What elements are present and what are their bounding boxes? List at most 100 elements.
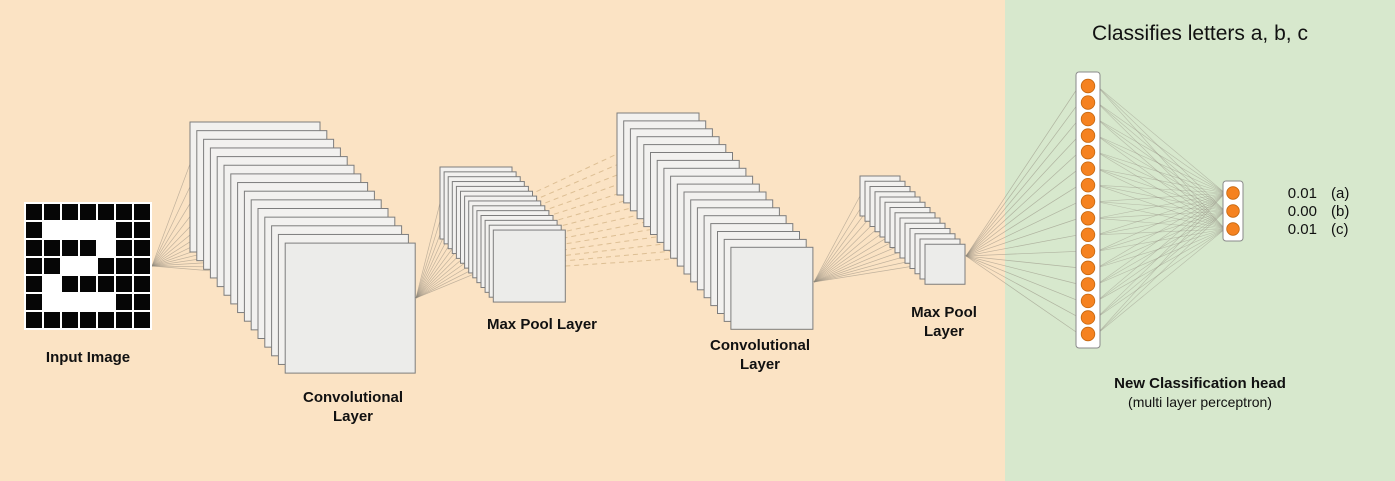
mlp-head — [1075, 71, 1244, 349]
mlp-to-output-line — [1096, 228, 1226, 236]
pixel-black — [44, 312, 60, 328]
pixel-white — [80, 258, 96, 274]
conv2-to-pool2-line — [813, 242, 906, 283]
input-image-grid — [24, 202, 152, 330]
conv1-feature-map-plate — [284, 242, 416, 374]
pool2-to-mlp-line — [965, 184, 1080, 257]
output-class-letter: (a) — [1331, 184, 1350, 202]
mlp-to-output-line — [1096, 85, 1226, 212]
pool2-to-mlp-line — [965, 151, 1080, 257]
mlp-to-output-line — [1096, 184, 1226, 230]
conv-layer-1-label: Convolutional Layer — [273, 388, 433, 426]
conv2-to-pool2-line — [813, 201, 866, 283]
conv2-feature-map-plate — [730, 246, 814, 330]
pixel-black — [116, 258, 132, 274]
input-to-conv1-line — [151, 163, 191, 267]
mlp-to-output-line — [1096, 168, 1226, 212]
mlp-to-output-line — [1096, 210, 1226, 236]
pixel-black — [116, 240, 132, 256]
pool1-stack — [439, 166, 566, 303]
pool2-to-mlp-line — [965, 168, 1080, 257]
pixel-black — [62, 276, 78, 292]
pixel-black — [98, 258, 114, 274]
conv2-to-pool2-line — [813, 211, 876, 283]
hidden-neuron — [1080, 128, 1096, 143]
conv-layer-2-label-line1: Convolutional — [710, 337, 810, 354]
output-row: 0.01 (c) — [1283, 220, 1349, 238]
pixel-black — [134, 258, 150, 274]
mlp-to-output-line — [1096, 228, 1226, 302]
output-class-letter: (c) — [1331, 220, 1349, 238]
pixel-white — [80, 294, 96, 310]
mlp-to-output-line — [1096, 210, 1226, 285]
pool2-to-mlp-line — [965, 118, 1080, 257]
pool2-to-mlp-line — [965, 201, 1080, 257]
pixel-black — [98, 204, 114, 220]
pool2-to-mlp-line — [965, 255, 1080, 302]
mlp-to-output-line — [1096, 102, 1226, 230]
mlp-to-output-line — [1096, 210, 1226, 318]
pixel-black — [80, 204, 96, 220]
mlp-to-output-line — [1096, 228, 1226, 335]
mlp-to-output-line — [1096, 210, 1226, 252]
mlp-to-output-line — [1096, 184, 1226, 212]
hidden-neuron — [1080, 95, 1096, 110]
pool2-stack — [859, 175, 966, 285]
mlp-to-output-line — [1096, 210, 1226, 302]
pool2-to-mlp-line — [965, 234, 1080, 257]
mlp-to-output-line — [1096, 201, 1226, 212]
mlp-to-output-line — [1096, 201, 1226, 230]
output-probability: 0.01 — [1287, 220, 1317, 238]
mlp-to-output-line — [1096, 192, 1226, 269]
conv1-to-pool1-line — [415, 202, 441, 299]
mlp-to-output-line — [1096, 135, 1226, 212]
pixel-white — [98, 240, 114, 256]
hidden-neuron — [1080, 194, 1096, 209]
pixel-white — [80, 222, 96, 238]
pixel-black — [44, 258, 60, 274]
pixel-black — [116, 312, 132, 328]
pixel-black — [80, 240, 96, 256]
mlp-to-output-line — [1096, 228, 1226, 252]
output-neuron — [1226, 186, 1240, 200]
mlp-to-output-line — [1096, 228, 1226, 285]
pixel-white — [44, 294, 60, 310]
layer-stacks — [189, 112, 966, 374]
pixel-black — [134, 222, 150, 238]
output-row: 0.01(a) — [1283, 184, 1350, 202]
mlp-to-output-line — [1096, 118, 1226, 194]
conv2-to-pool2-line — [813, 258, 921, 283]
mlp-to-output-line — [1096, 192, 1226, 335]
pixel-black — [98, 276, 114, 292]
hidden-neuron — [1080, 277, 1096, 292]
pixel-black — [62, 204, 78, 220]
mlp-to-output-line — [1096, 210, 1226, 335]
hidden-neuron — [1080, 177, 1096, 193]
mlp-to-output-line — [1096, 192, 1226, 252]
conv2-to-pool2-line — [813, 206, 871, 283]
mlp-label-sub: (multi layer perceptron) — [1128, 394, 1272, 410]
pixel-black — [134, 240, 150, 256]
hidden-neuron — [1080, 310, 1096, 325]
input-to-conv1-line — [151, 172, 198, 267]
pixel-black — [116, 294, 132, 310]
conv-layer-1-label-line1: Convolutional — [303, 389, 403, 406]
mlp-label-bold: New Classification head — [1114, 375, 1286, 392]
pixel-black — [134, 312, 150, 328]
mlp-to-output-line — [1096, 210, 1226, 219]
pixel-white — [44, 222, 60, 238]
mlp-to-output-line — [1096, 118, 1226, 212]
pool2-to-mlp-line — [965, 250, 1080, 257]
conv2-to-pool2-line — [813, 227, 891, 283]
pool2-feature-map-plate — [924, 243, 966, 285]
max-pool-layer-1-label: Max Pool Layer — [486, 316, 598, 333]
mlp-to-output-line — [1096, 192, 1226, 203]
mlp-to-output-line — [1096, 192, 1226, 219]
pixel-black — [116, 222, 132, 238]
pixel-black — [134, 276, 150, 292]
hidden-neuron — [1080, 161, 1096, 176]
pixel-black — [26, 276, 42, 292]
pixel-black — [98, 312, 114, 328]
